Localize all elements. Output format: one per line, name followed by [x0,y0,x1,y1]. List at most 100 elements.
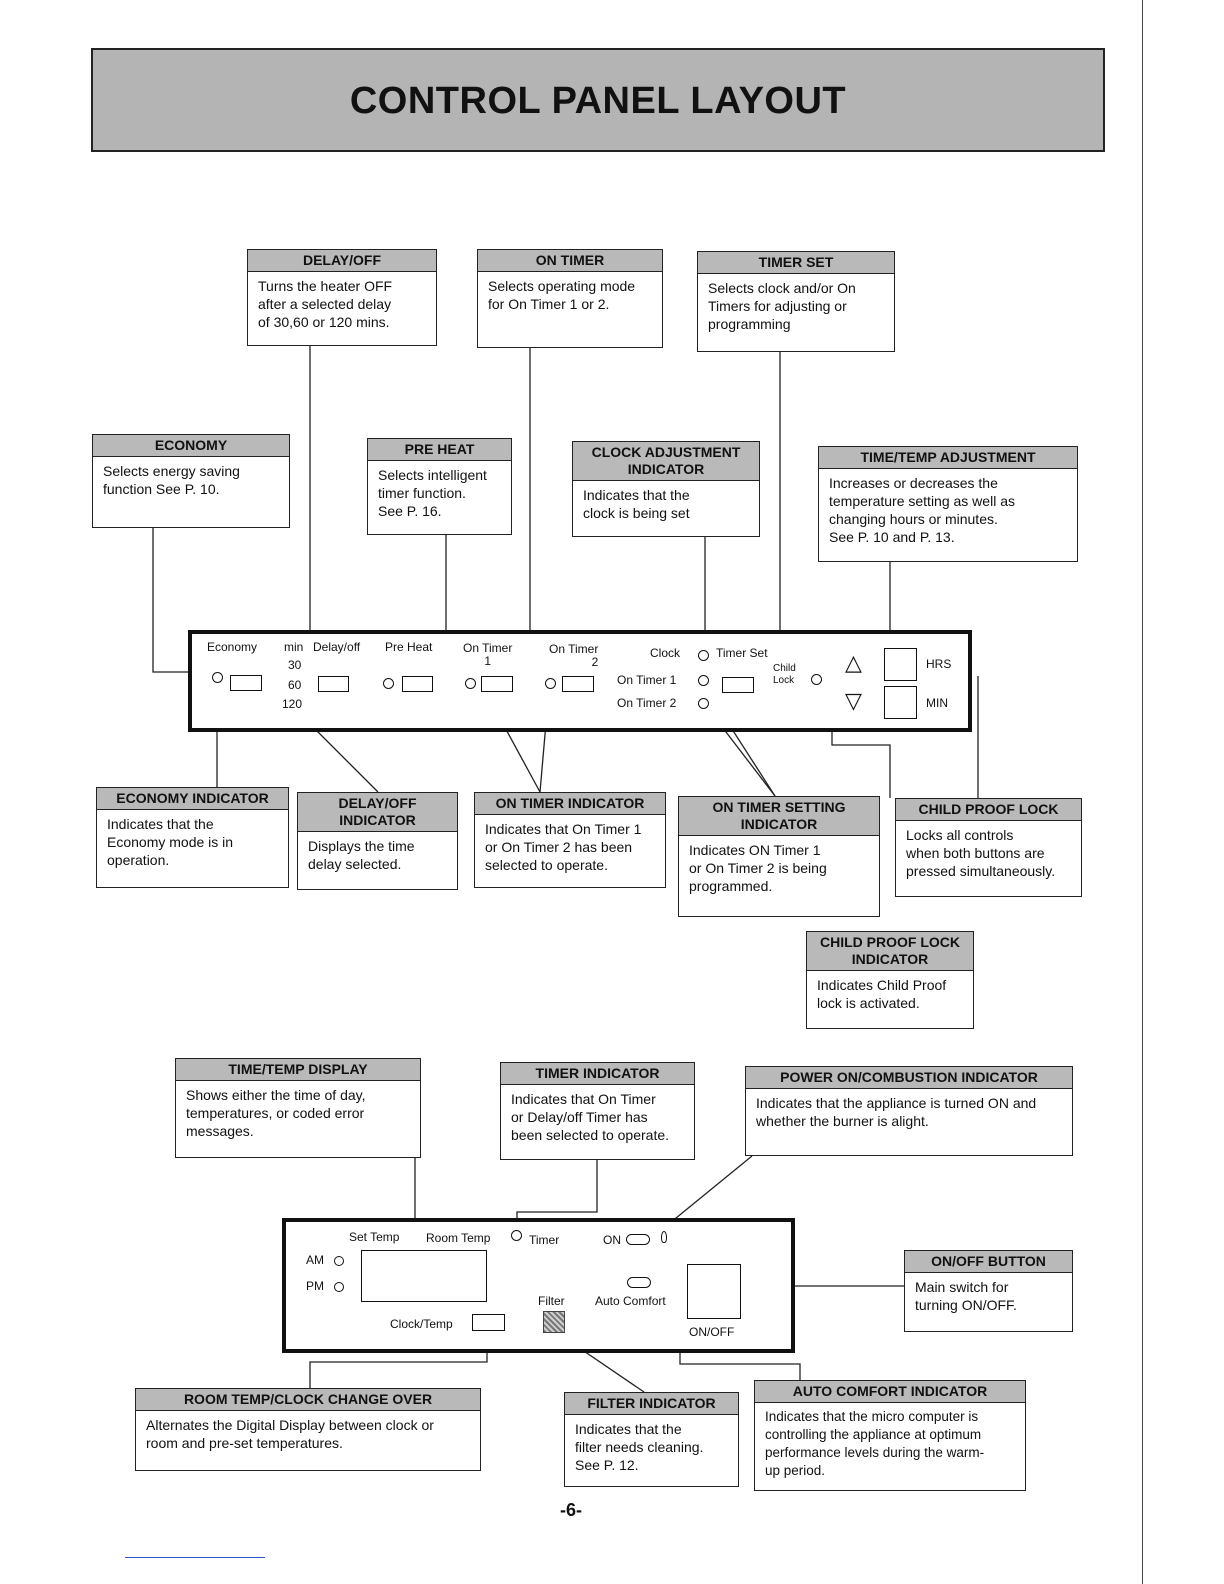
down-arrow-icon: ▽ [845,688,862,713]
callout-body: Indicates that the micro computer is con… [765,1409,985,1478]
label-delay-off: Delay/off [313,640,361,654]
callout-body: Selects clock and/or On Timers for adjus… [708,280,856,332]
label-timer: Timer [529,1233,560,1247]
label-clock-temp: Clock/Temp [390,1317,453,1331]
callout-on-off-button: ON/OFF BUTTON Main switch for turning ON… [904,1250,1073,1332]
label-filter: Filter [538,1294,565,1308]
label-room-temp: Room Temp [426,1231,491,1245]
callout-body: Increases or decreases the temperature s… [829,475,1015,545]
callout-body: Indicates that the clock is being set [583,487,690,521]
pre-heat-button[interactable] [402,676,433,692]
label-on-timer-1-ind: On Timer 1 [617,673,677,687]
hours-up-button[interactable] [884,648,917,681]
clock-indicator-led [698,650,709,661]
callout-title: FILTER INDICATOR [565,1393,738,1415]
callout-time-temp-adjustment: TIME/TEMP ADJUSTMENT Increases or decrea… [818,446,1078,562]
callout-body: Displays the time delay selected. [308,838,415,872]
economy-button[interactable] [230,675,262,691]
callout-body: Indicates ON Timer 1 or On Timer 2 is be… [689,842,827,894]
pm-indicator-led [334,1282,344,1292]
callout-power-combustion-indicator: POWER ON/COMBUSTION INDICATOR Indicates … [745,1066,1073,1156]
label-auto-comfort: Auto Comfort [595,1294,666,1308]
on-timer-2-indicator-led [545,678,556,689]
label-30: 30 [288,658,302,672]
delay-off-button[interactable] [318,676,349,692]
callout-title: TIME/TEMP DISPLAY [176,1059,420,1081]
callout-room-temp-clock-change-over: ROOM TEMP/CLOCK CHANGE OVER Alternates t… [135,1388,481,1471]
page-edge [1142,0,1143,1584]
economy-indicator-led [212,672,223,683]
callout-economy: ECONOMY Selects energy saving function S… [92,434,290,528]
callout-title: TIMER SET [698,252,894,274]
callout-title: POWER ON/COMBUSTION INDICATOR [746,1067,1072,1089]
minutes-down-button[interactable] [884,686,917,719]
callout-pre-heat: PRE HEAT Selects intelligent timer funct… [367,438,512,535]
clock-temp-button[interactable] [472,1314,505,1331]
label-min: min [284,640,304,654]
callout-title: CHILD PROOF LOCK [896,799,1081,821]
power-on-indicator-led [626,1234,650,1245]
callout-title: PRE HEAT [368,439,511,461]
am-indicator-led [334,1256,344,1266]
callout-title: ECONOMY INDICATOR [97,788,288,810]
callout-title: ON TIMER [478,250,662,272]
callout-title: ON TIMER INDICATOR [475,793,665,815]
flame-icon [661,1231,667,1243]
on-timer-2-button[interactable] [562,676,594,692]
callout-body: Indicates that the filter needs cleaning… [575,1421,704,1473]
timer-set-button[interactable] [722,677,754,693]
on-timer-2-setting-led [698,698,709,709]
callout-body: Shows either the time of day, temperatur… [186,1087,366,1139]
callout-on-timer-setting-indicator: ON TIMER SETTING INDICATOR Indicates ON … [678,796,880,917]
callout-body: Main switch for turning ON/OFF. [915,1279,1017,1313]
label-on-timer-2-ind: On Timer 2 [617,696,677,710]
callout-filter-indicator: FILTER INDICATOR Indicates that the filt… [564,1392,739,1487]
callout-on-timer: ON TIMER Selects operating mode for On T… [477,249,663,348]
callout-body: Indicates that the appliance is turned O… [756,1095,1037,1129]
label-set-temp: Set Temp [349,1230,400,1244]
callout-title: ECONOMY [93,435,289,457]
callout-auto-comfort-indicator: AUTO COMFORT INDICATOR Indicates that th… [754,1380,1026,1491]
on-timer-1-button[interactable] [481,676,513,692]
label-clock: Clock [650,646,681,660]
callout-child-proof-lock: CHILD PROOF LOCK Locks all controls when… [895,798,1082,897]
bottom-rule [125,1557,265,1558]
callout-timer-set: TIMER SET Selects clock and/or On Timers… [697,251,895,352]
callout-title: ON TIMER SETTING INDICATOR [679,797,879,836]
callout-delay-off: DELAY/OFF Turns the heater OFF after a s… [247,249,437,346]
callout-delay-off-indicator: DELAY/OFF INDICATOR Displays the time de… [297,792,458,890]
label-on: ON [603,1233,621,1247]
label-on-timer-2: On Timer 2 [549,642,599,669]
timer-indicator-led [511,1230,522,1241]
label-child-lock: Child Lock [773,663,796,686]
label-min-button: MIN [926,696,948,710]
child-lock-indicator-led [811,674,822,685]
label-timer-set: Timer Set [716,646,768,660]
label-pm: PM [306,1279,324,1293]
digital-display [361,1250,487,1302]
page-number: -6- [560,1500,582,1520]
on-timer-1-indicator-led [465,678,476,689]
title-banner: CONTROL PANEL LAYOUT [91,48,1105,152]
callout-body: Indicates that the Economy mode is in op… [107,816,234,868]
callout-body: Alternates the Digital Display between c… [146,1417,434,1451]
label-am: AM [306,1253,324,1267]
filter-indicator [543,1311,565,1333]
callout-title: ON/OFF BUTTON [905,1251,1072,1273]
callout-title: CHILD PROOF LOCK INDICATOR [807,932,973,971]
label-hrs: HRS [926,657,952,671]
label-120: 120 [282,697,303,711]
callout-body: Indicates that On Timer 1 or On Timer 2 … [485,821,642,873]
callout-body: Selects operating mode for On Timer 1 or… [488,278,636,312]
label-60: 60 [288,678,302,692]
callout-body: Indicates Child Proof lock is activated. [817,977,947,1011]
up-arrow-icon: △ [845,650,862,675]
callout-body: Turns the heater OFF after a selected de… [258,278,393,330]
callout-title: DELAY/OFF INDICATOR [298,793,457,832]
callout-title: ROOM TEMP/CLOCK CHANGE OVER [136,1389,480,1411]
callout-body: Selects intelligent timer function. See … [378,467,487,519]
page-title: CONTROL PANEL LAYOUT [349,80,847,122]
on-off-button[interactable] [687,1264,741,1319]
callout-title: DELAY/OFF [248,250,436,272]
callout-clock-adjustment-indicator: CLOCK ADJUSTMENT INDICATOR Indicates tha… [572,441,760,537]
